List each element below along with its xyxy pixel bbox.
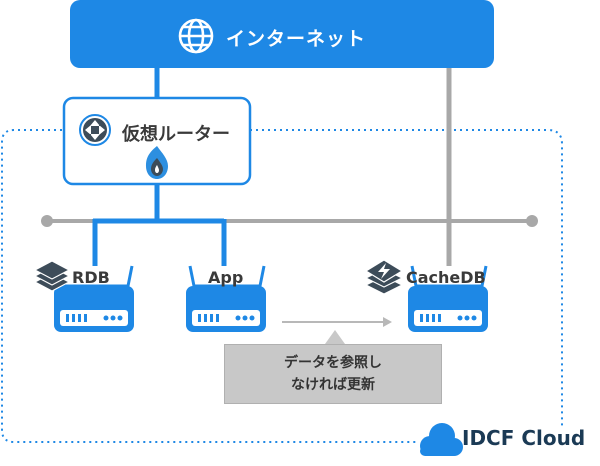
backbone-right-end bbox=[526, 215, 538, 227]
router-box bbox=[62, 96, 252, 186]
note-pointer bbox=[325, 330, 345, 344]
app-server-slots bbox=[198, 314, 255, 322]
app-label: App bbox=[208, 268, 244, 287]
arrow-head bbox=[383, 317, 392, 327]
backbone-left-end bbox=[41, 215, 53, 227]
cache-db-label: CacheDB bbox=[406, 268, 486, 287]
router-label: 仮想ルーター bbox=[122, 124, 230, 145]
note-box: データを参照し なければ更新 bbox=[224, 344, 442, 404]
layered-db-icon bbox=[33, 260, 71, 292]
globe-icon bbox=[178, 18, 214, 54]
cloud-boundary bbox=[1, 129, 563, 443]
flame-icon bbox=[146, 146, 168, 179]
cloud-icon bbox=[420, 423, 463, 456]
rdb-server-slots bbox=[66, 314, 123, 322]
router-icon bbox=[79, 114, 111, 146]
internet-banner bbox=[70, 0, 494, 68]
note-line-2: なければ更新 bbox=[291, 377, 375, 393]
layered-bolt-icon bbox=[364, 259, 404, 295]
cloud-label: IDCF Cloud bbox=[462, 426, 586, 450]
note-line-1: データを参照し bbox=[284, 355, 382, 371]
cache-server-slots bbox=[420, 314, 477, 322]
rdb-label: RDB bbox=[72, 268, 110, 287]
internet-label: インターネット bbox=[226, 28, 367, 50]
